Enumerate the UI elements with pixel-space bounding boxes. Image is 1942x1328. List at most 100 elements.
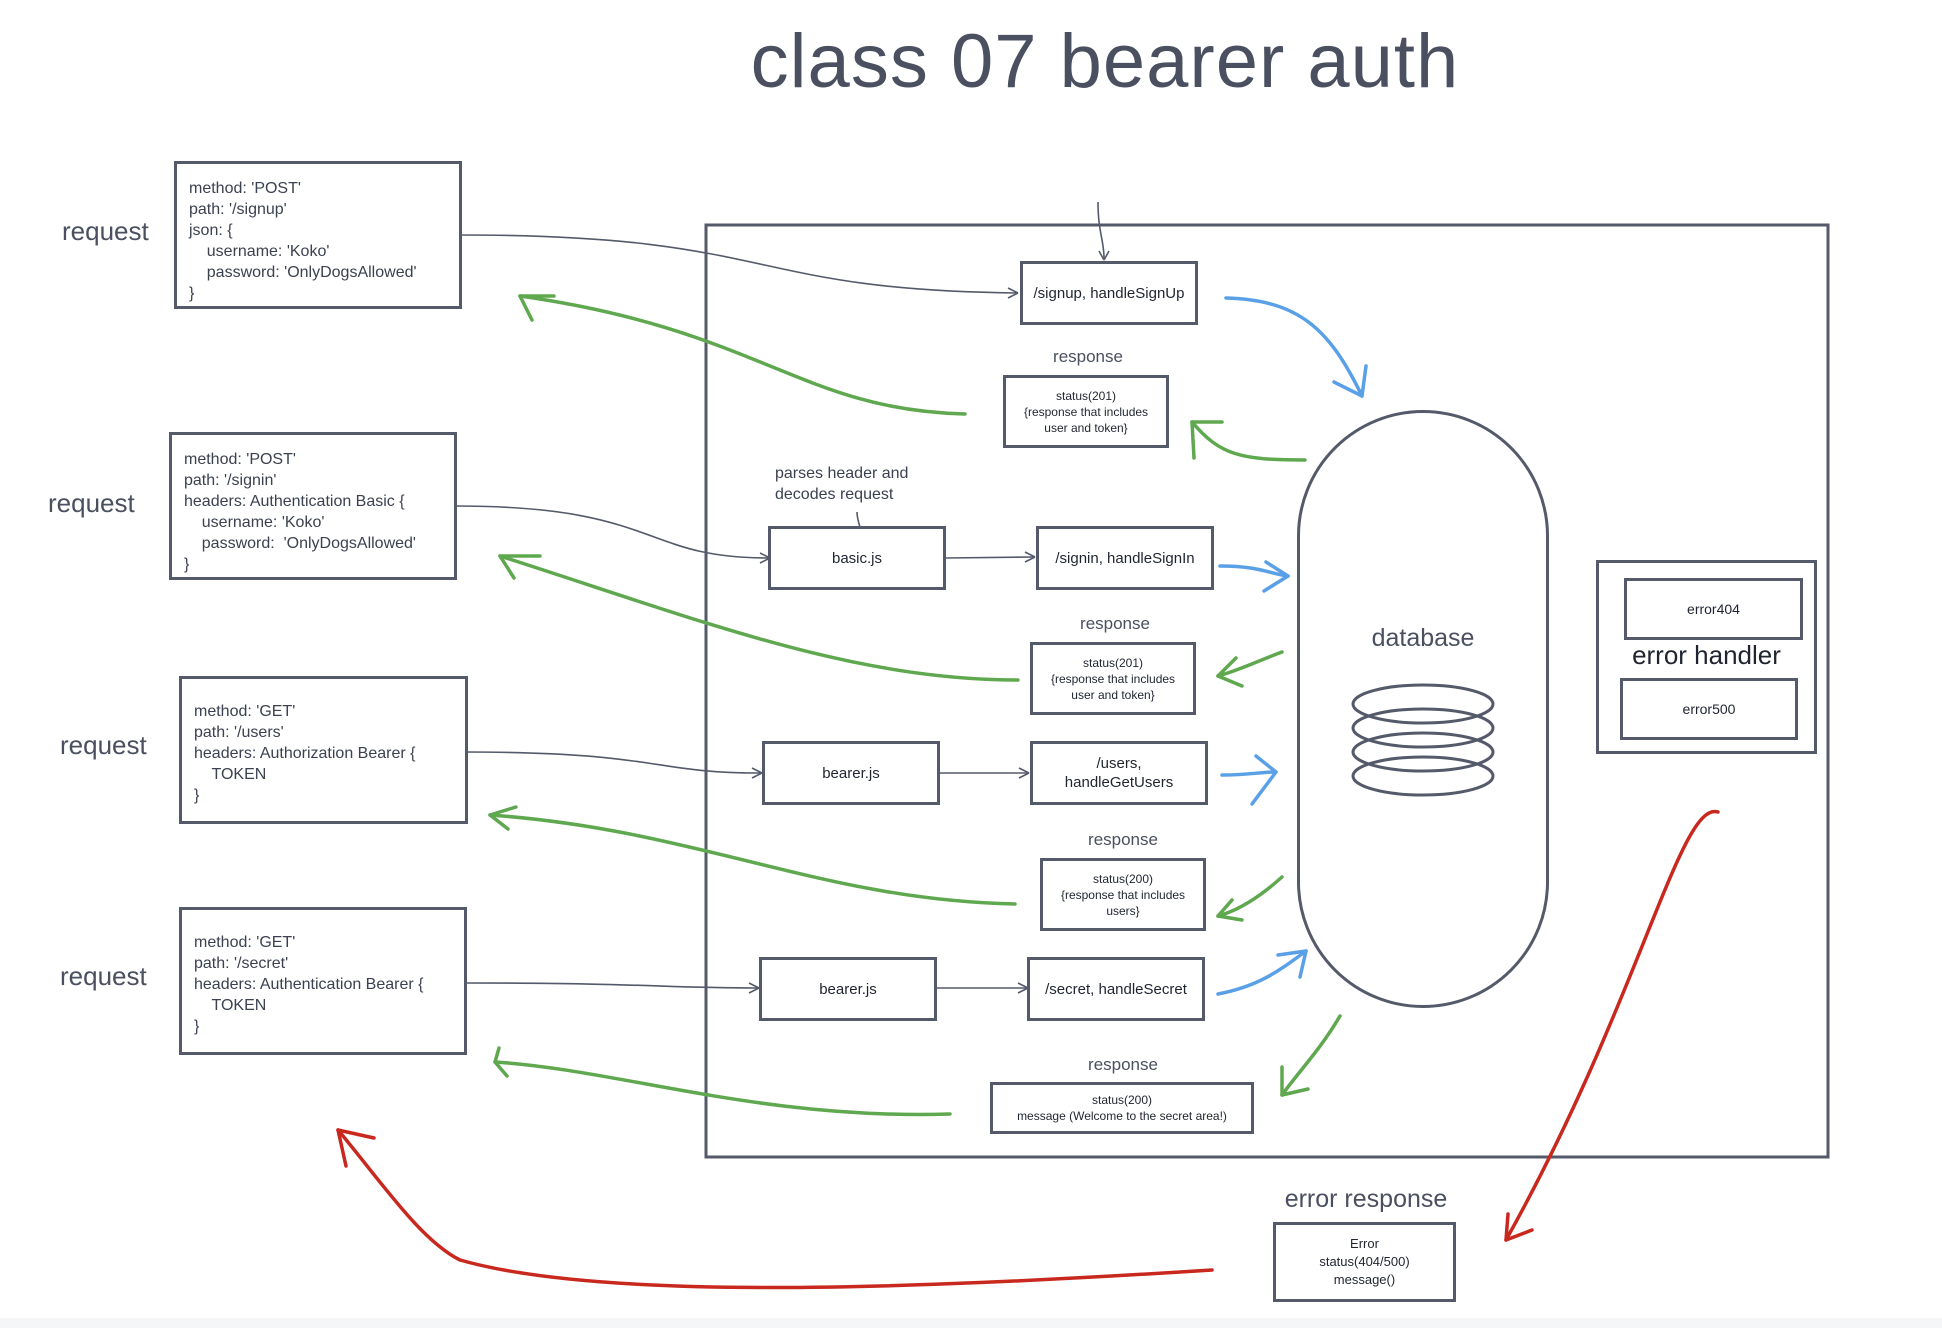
request-line: password: 'OnlyDogsAllowed' bbox=[184, 535, 416, 552]
request-label-1: request bbox=[62, 216, 149, 246]
arrowhead-db-response3 bbox=[1216, 898, 1244, 922]
response-box-signin: status(201) {response that includes user… bbox=[1030, 642, 1196, 715]
response-label-2: response bbox=[1080, 614, 1150, 633]
arrowhead-users-db bbox=[1250, 754, 1278, 806]
arrowhead-signin-route bbox=[1024, 551, 1036, 563]
error500-box: error500 bbox=[1620, 678, 1798, 740]
request-line: username: 'Koko' bbox=[189, 243, 330, 260]
basic-note: parses header and decodes request bbox=[775, 465, 909, 503]
request-arrows bbox=[454, 201, 1110, 994]
request-label-3: request bbox=[60, 730, 147, 760]
database-icon bbox=[1351, 683, 1495, 797]
request-box-signup: method: 'POST' path: '/signup' json: { use… bbox=[174, 161, 462, 309]
request-line: headers: Authentication Bearer { bbox=[194, 976, 424, 993]
request-label-4: request bbox=[60, 961, 147, 991]
request-line: } bbox=[194, 787, 200, 804]
request-line: TOKEN bbox=[194, 766, 267, 783]
response-arrows bbox=[488, 294, 1342, 1117]
response-label-3: response bbox=[1088, 830, 1158, 849]
response-label-1: response bbox=[1053, 347, 1123, 366]
request-line: password: 'OnlyDogsAllowed' bbox=[189, 264, 417, 281]
arrowhead-db-response1 bbox=[1190, 420, 1224, 460]
route-signup: /signup, handleSignUp bbox=[1020, 261, 1198, 325]
arrow-users-to-db bbox=[1220, 770, 1278, 777]
arrowhead-db-response2 bbox=[1216, 656, 1244, 688]
database-arrows bbox=[1216, 296, 1368, 996]
middleware-bearer-secret: bearer.js bbox=[759, 957, 937, 1021]
error404-box: error404 bbox=[1624, 578, 1803, 640]
request-line: method: 'GET' bbox=[194, 703, 296, 720]
middleware-basic: basic.js bbox=[768, 526, 946, 590]
arrow-request-users bbox=[464, 751, 761, 774]
arrowhead-secret-db bbox=[1276, 949, 1308, 979]
request-line: } bbox=[189, 285, 195, 302]
arrowhead-secret-route bbox=[1017, 982, 1029, 994]
arrow-top-incoming bbox=[1097, 201, 1105, 259]
request-line: method: 'GET' bbox=[194, 934, 296, 951]
arrowhead-bearer-users bbox=[751, 767, 763, 779]
response-label-4: response bbox=[1088, 1055, 1158, 1074]
arrowhead-db-response4 bbox=[1280, 1065, 1310, 1097]
arrowhead-response-secret bbox=[493, 1046, 509, 1078]
arrowhead-response-users bbox=[488, 805, 518, 831]
arrowhead-top bbox=[1098, 250, 1110, 261]
arrow-db-to-response3 bbox=[1216, 875, 1284, 918]
request-line: json: { bbox=[189, 222, 233, 239]
request-line: TOKEN bbox=[194, 997, 267, 1014]
arrowhead-client bbox=[336, 1128, 376, 1168]
arrow-db-to-response4 bbox=[1280, 1014, 1342, 1097]
arrow-handler-to-error-response bbox=[1504, 809, 1720, 1242]
server-container bbox=[704, 223, 1830, 1159]
arrow-signup-to-db bbox=[1224, 296, 1364, 398]
arrowhead-error-response bbox=[1504, 1212, 1534, 1242]
arrow-basic-to-signin bbox=[944, 556, 1034, 559]
bottom-strip bbox=[0, 1318, 1942, 1328]
request-line: path: '/signup' bbox=[189, 201, 287, 218]
database-label: database bbox=[1371, 624, 1475, 652]
request-line: method: 'POST' bbox=[184, 451, 296, 468]
request-line: } bbox=[184, 556, 190, 573]
request-line: path: '/users' bbox=[194, 724, 284, 741]
arrowhead-signup bbox=[1007, 287, 1019, 299]
arrow-signin-to-db bbox=[1218, 564, 1290, 578]
error-arrows bbox=[336, 809, 1720, 1290]
request-line: } bbox=[194, 1018, 200, 1035]
request-line: headers: Authentication Basic { bbox=[184, 493, 405, 510]
route-signin: /signin, handleSignIn bbox=[1036, 526, 1214, 590]
error-response-box: Error status(404/500) message() bbox=[1273, 1222, 1456, 1302]
request-line: method: 'POST' bbox=[189, 180, 301, 197]
arrow-db-to-response2 bbox=[1216, 650, 1284, 678]
arrow-response-secret bbox=[493, 1060, 952, 1117]
arrow-db-to-response1 bbox=[1190, 420, 1307, 462]
request-label-2: request bbox=[48, 488, 135, 518]
arrow-request-secret bbox=[463, 982, 758, 989]
arrowhead-bearer-secret bbox=[748, 982, 760, 994]
arrow-response-signup bbox=[518, 294, 967, 416]
arrow-request-signup bbox=[459, 234, 1019, 294]
middleware-bearer-users: bearer.js bbox=[762, 741, 940, 805]
error-response-label: error response bbox=[1284, 1185, 1448, 1213]
response-box-signup: status(201) {response that includes user… bbox=[1003, 375, 1169, 448]
arrowhead-signup-db bbox=[1332, 364, 1368, 398]
arrowhead-signin-db bbox=[1262, 560, 1290, 593]
request-line: path: '/secret' bbox=[194, 955, 289, 972]
request-line: path: '/signin' bbox=[184, 472, 277, 489]
response-box-users: status(200) {response that includes user… bbox=[1040, 858, 1206, 931]
arrow-request-signin bbox=[454, 505, 769, 559]
request-line: username: 'Koko' bbox=[184, 514, 325, 531]
arrow-secret-to-db bbox=[1216, 949, 1308, 996]
error-handler-label: error handler bbox=[1632, 640, 1781, 670]
arrowhead-response-signin bbox=[498, 554, 542, 580]
arrow-error-response-to-client bbox=[336, 1128, 1214, 1290]
database-container bbox=[1297, 410, 1549, 1008]
request-box-secret: method: 'GET' path: '/secret' headers: Aut… bbox=[179, 907, 467, 1055]
diagram-title: class 07 bearer auth bbox=[0, 18, 1942, 105]
title-text: class 07 bearer auth bbox=[750, 19, 1460, 104]
arrow-response-signin bbox=[498, 554, 1020, 682]
route-secret: /secret, handleSecret bbox=[1027, 957, 1205, 1021]
response-box-secret: status(200) message (Welcome to the secr… bbox=[990, 1082, 1254, 1134]
request-line: headers: Authorization Bearer { bbox=[194, 745, 416, 762]
arrowhead-response-signup bbox=[518, 294, 556, 322]
